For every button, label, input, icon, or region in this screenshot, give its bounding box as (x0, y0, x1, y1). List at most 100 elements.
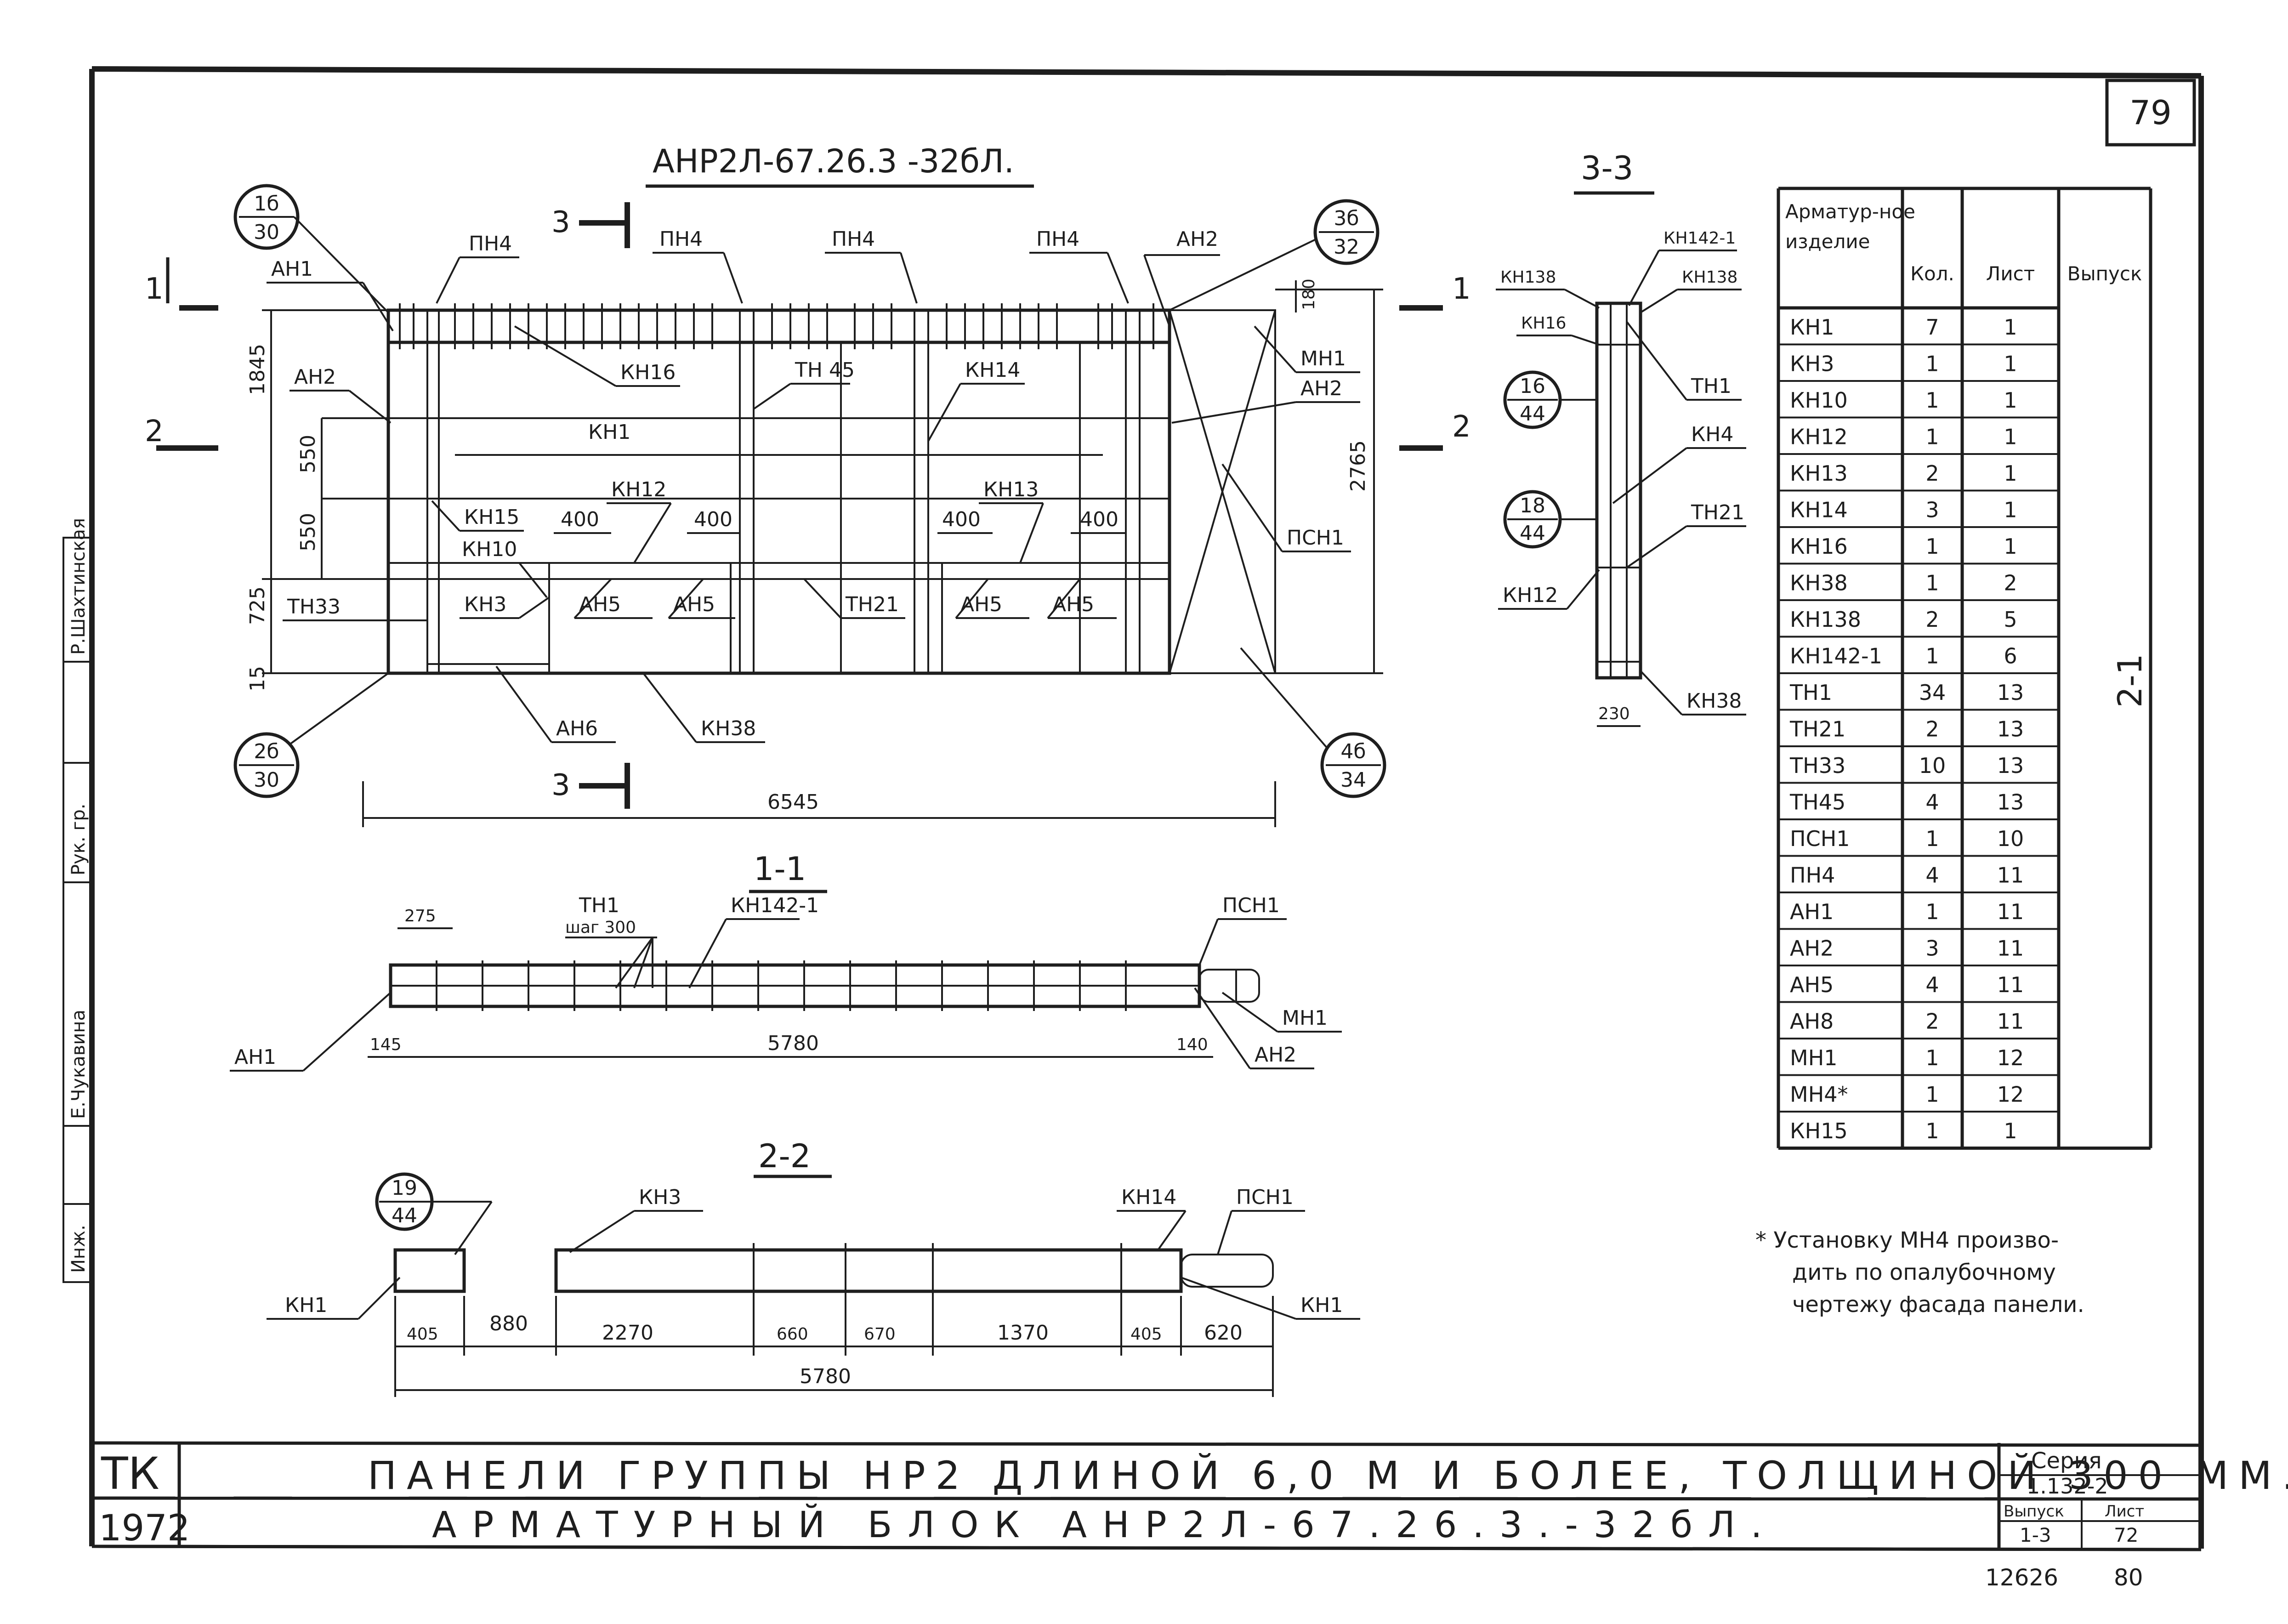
dim-6545: 6545 (767, 790, 819, 814)
table-cell-qty: 7 (1925, 315, 1939, 340)
cut-3-bottom-label: 3 (551, 768, 570, 802)
s22-label-pcn1: ПСН1 (1236, 1186, 1294, 1209)
cut-mark-2-right: 2 (1399, 410, 1471, 451)
table-cell-item: ТН21 (1789, 717, 1845, 742)
s33-callout-1: 16 44 (1503, 370, 1597, 429)
table-header-sheet: Лист (1986, 262, 2035, 285)
label-ah2-left: АН2 (294, 365, 336, 389)
s11-dim-275: 275 (404, 907, 436, 926)
s22-dim-405-a: 405 (407, 1325, 438, 1344)
tb-line-2: АРМАТУРНЫЙ БЛОК АНР2Л-67.26.3.-32бЛ. (432, 1504, 1778, 1546)
elevation-labels: АН1 АН2 ПН4 ПН4 ПН4 ПН4 АН2 КН16 ТН 45 К… (267, 227, 1360, 743)
label-kn16: КН16 (620, 361, 676, 384)
label-kn14: КН14 (965, 358, 1020, 382)
s11-label-step: шаг 300 (565, 918, 636, 937)
s11-label-th1: ТН1 (579, 894, 619, 917)
table-cell-item: КН12 (1790, 425, 1848, 449)
label-mn1: МН1 (1300, 347, 1346, 370)
section-2-2-title: 2-2 (758, 1137, 811, 1175)
callout-2-den: 32 (1334, 235, 1359, 259)
s22-label-kn1-right: КН1 (1300, 1294, 1343, 1317)
dim-400-c: 400 (942, 508, 981, 531)
table-cell-item: КН3 (1790, 352, 1834, 376)
tb-list-value: 72 (2114, 1524, 2138, 1546)
table-cell-sheet: 12 (1997, 1045, 2024, 1070)
table-cell-qty: 4 (1925, 863, 1939, 888)
table-cell-item: КН14 (1790, 498, 1848, 522)
table-cell-sheet: 5 (2004, 607, 2017, 632)
label-pcn1: ПСН1 (1287, 526, 1344, 550)
callout-4-num: 4б (1340, 740, 1366, 763)
tb-seria-value: 1.132-2 (2027, 1474, 2108, 1499)
cut-3-top-label: 3 (551, 205, 570, 239)
table-cell-item: АН2 (1790, 936, 1834, 961)
table-cell-qty: 1 (1925, 644, 1939, 669)
s11-dim-140: 140 (1176, 1035, 1208, 1054)
strip-role-2: Инж. (68, 1225, 89, 1273)
cut-mark-1-left: 1 (145, 257, 218, 311)
table-cell-item: МН4* (1790, 1082, 1848, 1107)
dim-725: 725 (246, 586, 269, 625)
table-cell-sheet: 1 (2004, 315, 2017, 340)
table-cell-sheet: 1 (2004, 425, 2017, 449)
s11-label-ah1: АН1 (234, 1045, 276, 1069)
dim-180: 180 (1300, 278, 1318, 310)
table-cell-sheet: 11 (1997, 863, 2024, 888)
s33-label-kn138-right: КН138 (1682, 268, 1737, 287)
table-cell-qty: 1 (1925, 1082, 1939, 1107)
s11-label-kn142: КН142-1 (731, 894, 819, 917)
footnote: * Установку МН4 произво- дить по опалубо… (1755, 1227, 2084, 1317)
table-cell-item: КН142-1 (1790, 644, 1882, 669)
label-pn4-3: ПН4 (832, 227, 875, 251)
label-kn38: КН38 (701, 717, 756, 740)
callout-2-num: 3б (1334, 207, 1359, 230)
table-cell-sheet: 11 (1997, 1009, 2024, 1034)
section-1-1-title: 1-1 (754, 850, 806, 888)
table-cell-sheet: 13 (1997, 753, 2024, 778)
table-cell-sheet: 1 (2004, 388, 2017, 413)
cut-1-right-label: 1 (1452, 272, 1471, 306)
label-ah1: АН1 (271, 257, 313, 281)
table-cell-sheet: 12 (1997, 1082, 2024, 1107)
table-cell-item: ТН33 (1789, 753, 1845, 778)
s11-dim-5780: 5780 (767, 1032, 819, 1055)
table-header-item: Арматур-ное (1785, 200, 1915, 223)
s33-label-kn142: КН142-1 (1663, 229, 1736, 248)
section-3-3: 3-3 16 44 18 44 КН142-1 КН138 КН138 КН16 (1496, 149, 1746, 727)
callout-3: 2б 30 (233, 672, 389, 798)
table-cell-sheet: 11 (1997, 899, 2024, 924)
cut-mark-3-top: 3 (551, 202, 630, 248)
title-block: ТК 1972 ПАНЕЛИ ГРУППЫ НР2 ДЛИНОЙ 6,0 М И… (91, 1441, 2288, 1551)
s22-label-kn3: КН3 (639, 1186, 681, 1209)
cut-mark-1-right: 1 (1399, 272, 1471, 311)
table-header-item-2: изделие (1785, 230, 1870, 253)
table-cell-qty: 4 (1925, 790, 1939, 815)
label-kn15: КН15 (464, 505, 519, 529)
section-2-2: 2-2 19 44 КН3 КН14 ПСН1 КН1 КН1 (267, 1137, 1360, 1397)
s22-callout: 19 44 (375, 1172, 493, 1255)
tb-year: 1972 (99, 1508, 190, 1549)
left-signature-strip: Р.Шахтинская Рук. гр. Е.Чукавина Инж. (62, 518, 93, 1283)
dim-550-b: 550 (296, 513, 320, 551)
s33-label-kn16: КН16 (1521, 314, 1566, 333)
table-cell-item: АН8 (1790, 1009, 1834, 1034)
label-pn4-1: ПН4 (469, 232, 512, 256)
table-cell-qty: 2 (1925, 717, 1939, 742)
table-cell-qty: 1 (1925, 826, 1939, 851)
dim-15: 15 (246, 666, 269, 692)
table-cell-qty: 1 (1925, 352, 1939, 376)
elevation-view: 1 1 2 2 3 3 1б 30 (145, 184, 1471, 827)
s33-label-th21: ТН21 (1691, 501, 1744, 524)
cut-1-left-label: 1 (145, 272, 164, 306)
stamp-right: 80 (2114, 1564, 2143, 1591)
table-header-issue: Выпуск (2067, 262, 2142, 285)
table-cell-item: ТН45 (1789, 790, 1845, 815)
table-cell-sheet: 2 (2004, 571, 2017, 596)
label-kn12: КН12 (611, 478, 666, 501)
dim-400-a: 400 (561, 508, 599, 531)
label-pn4-4: ПН4 (1036, 227, 1079, 251)
table-cell-qty: 1 (1925, 899, 1939, 924)
table-cell-qty: 3 (1925, 498, 1939, 522)
s22-dim-660: 660 (777, 1325, 808, 1344)
s33-dim-230: 230 (1598, 704, 1630, 723)
